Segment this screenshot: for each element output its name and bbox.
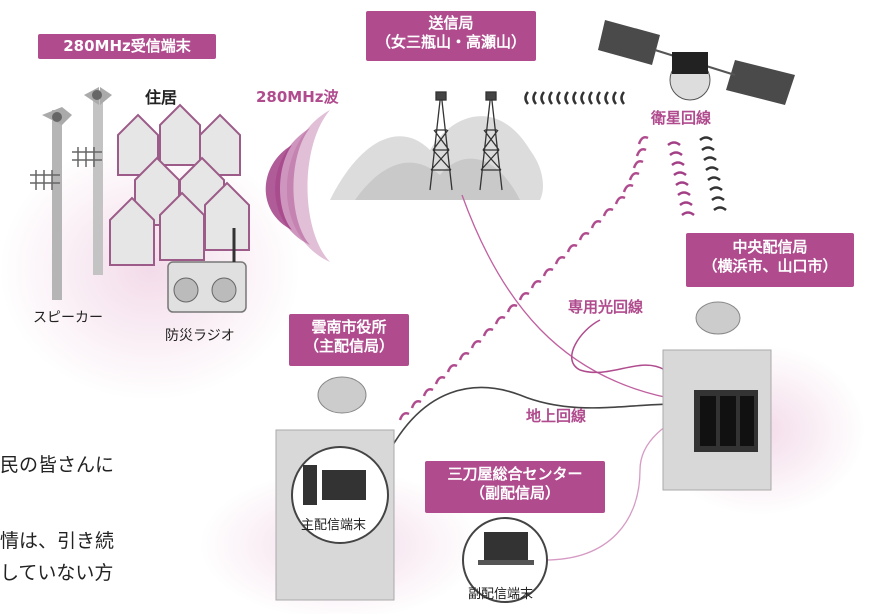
speaker-text: スピーカー bbox=[33, 310, 103, 326]
mitoya-label-line1: 三刀屋総合センター bbox=[447, 465, 583, 483]
central-station-label: 中央配信局 （横浜市、山口市） bbox=[686, 233, 854, 287]
body-text-line3: していない方 bbox=[0, 562, 114, 584]
ground-line bbox=[379, 386, 691, 471]
transmitter-to-central-line bbox=[461, 194, 681, 401]
body-text-line1: 民の皆さんに bbox=[0, 454, 115, 476]
ground-line-text: 地上回線 bbox=[526, 407, 587, 425]
transmitter-label-line1: 送信局 bbox=[428, 14, 474, 32]
transmitter-label: 送信局 （女三瓶山・高瀬山） bbox=[366, 11, 536, 61]
dedicated-fiber-text: 専用光回線 bbox=[568, 298, 644, 316]
wave-280-text: 280MHz波 bbox=[256, 88, 339, 106]
unnan-label-line2: （主配信局） bbox=[303, 336, 394, 355]
mitoya-label-line2: （副配信局） bbox=[469, 483, 560, 502]
speaker-pole-icon bbox=[30, 87, 112, 300]
central-station-label-line2: （横浜市、山口市） bbox=[702, 256, 838, 275]
unnan-label-line1: 雲南市役所 bbox=[311, 318, 387, 336]
receiver-label: 280MHz受信端末 bbox=[38, 34, 216, 59]
body-text-line2: 情は、引き続 bbox=[0, 530, 115, 552]
satellite-uplink-signal bbox=[524, 91, 626, 105]
central-station-label-line1: 中央配信局 bbox=[732, 238, 808, 256]
central-station-building-icon bbox=[662, 301, 772, 491]
mitoya-label: 三刀屋総合センター （副配信局） bbox=[425, 461, 605, 513]
satellite-line-text: 衛星回線 bbox=[651, 109, 712, 127]
satellite-icon bbox=[598, 20, 795, 105]
sub-terminal-text: 副配信端末 bbox=[468, 587, 534, 602]
unnan-building-icon bbox=[275, 376, 395, 601]
satellite-downlink-dark bbox=[699, 136, 727, 212]
sub-terminal-icon bbox=[462, 517, 548, 603]
disaster-radio-text: 防災ラジオ bbox=[165, 328, 235, 344]
satellite-link-to-unnan bbox=[398, 136, 649, 421]
transmission-tower-icon bbox=[429, 91, 503, 191]
unnan-label: 雲南市役所 （主配信局） bbox=[289, 314, 409, 366]
disaster-radio-icon bbox=[167, 228, 247, 313]
satellite-downlink-purple bbox=[667, 141, 695, 217]
main-terminal-text: 主配信端末 bbox=[301, 518, 367, 533]
radio-wave-icon bbox=[265, 110, 330, 262]
transmitter-label-line2: （女三瓶山・高瀬山） bbox=[375, 32, 526, 51]
housing-text: 住居 bbox=[145, 88, 178, 107]
houses-icon bbox=[109, 103, 250, 266]
